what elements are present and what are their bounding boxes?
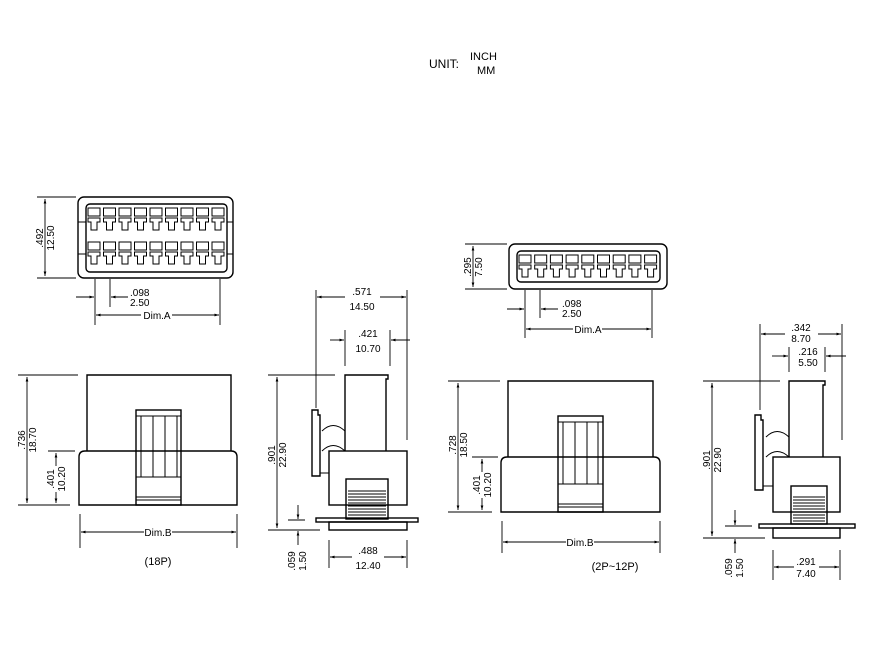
plate-in-18p: .059 <box>287 551 298 571</box>
height-mm-side-12p: 22.90 <box>713 447 724 472</box>
pin-cavity <box>644 254 658 278</box>
side-view-2p-12p: .342 8.70 .216 5.50 .901 22.90 .059 1.50… <box>702 323 856 580</box>
pin-cavity <box>628 254 642 278</box>
pitch-mm-12p: 2.50 <box>562 309 582 320</box>
inner-in-18p: .421 <box>358 329 378 340</box>
front-view-2p-12p: .728 18.50 .401 10.20 Dim.B (2P~12P) <box>448 380 661 573</box>
pin-cavity <box>518 254 532 278</box>
pin-cavity <box>103 207 116 231</box>
dim-b-12p: Dim.B <box>566 538 594 549</box>
height-mm-front-12p: 18.50 <box>459 432 470 457</box>
pitch-mm-18p: 2.50 <box>130 298 150 309</box>
pin-cavity <box>87 241 101 265</box>
pin-cavity <box>211 241 225 265</box>
inner-mm-18p: 10.70 <box>355 344 380 355</box>
lower-in-18p: .401 <box>46 469 57 489</box>
caption-2p-12p: (2P~12P) <box>592 561 639 573</box>
height-in-side-18p: .901 <box>267 445 278 465</box>
pin-cavity <box>134 207 147 231</box>
lower-mm-12p: 10.20 <box>483 472 494 497</box>
unit-inch: INCH <box>470 51 497 63</box>
height-in-12p: .295 <box>463 257 474 277</box>
pin-cavity <box>149 207 163 231</box>
pin-cavity <box>87 207 101 231</box>
pin-cavity <box>180 207 194 231</box>
depth-mm-12p: 8.70 <box>791 334 811 345</box>
depth-in-12p: .342 <box>791 323 811 334</box>
pin-cavity <box>196 241 209 265</box>
depth-in-18p: .571 <box>352 287 372 298</box>
base-mm-12p: 7.40 <box>796 569 816 580</box>
plate-mm-18p: 1.50 <box>298 551 309 571</box>
unit-mm: MM <box>477 65 495 77</box>
height-mm-12p: 7.50 <box>474 257 485 277</box>
height-mm-front-18p: 18.70 <box>28 427 39 452</box>
pin-cavity <box>565 254 579 278</box>
base-in-18p: .488 <box>358 546 378 557</box>
height-in-front-12p: .728 <box>448 435 459 455</box>
pin-cavity <box>196 207 209 231</box>
pin-cavity <box>581 254 595 278</box>
top-view-18p: .492 12.50 .098 2.50 Dim.A <box>35 196 234 325</box>
base-mm-18p: 12.40 <box>355 561 380 572</box>
dim-a-18p: Dim.A <box>143 311 171 322</box>
pin-cavity <box>180 241 194 265</box>
pin-cavity <box>612 254 626 278</box>
pin-cavity <box>211 207 225 231</box>
pin-cavity <box>165 207 178 231</box>
height-mm-side-18p: 22.90 <box>278 442 289 467</box>
top-view-2p-12p: .295 7.50 .098 2.50 Dim.A <box>463 243 668 338</box>
pitch-in-18p: .098 <box>130 288 150 299</box>
unit-label: UNIT: <box>429 57 459 71</box>
pin-cavity <box>534 254 548 278</box>
plate-mm-12p: 1.50 <box>735 558 746 578</box>
lower-mm-18p: 10.20 <box>57 466 68 491</box>
pin-cavity <box>165 241 178 265</box>
pin-cavity <box>134 241 147 265</box>
height-in-front-18p: .736 <box>17 430 28 450</box>
depth-mm-18p: 14.50 <box>349 302 374 313</box>
height-in-side-12p: .901 <box>702 450 713 470</box>
pin-cavity <box>103 241 116 265</box>
inner-mm-12p: 5.50 <box>798 358 818 369</box>
plate-in-12p: .059 <box>724 558 735 578</box>
inner-in-12p: .216 <box>798 347 818 358</box>
height-mm-18p: 12.50 <box>46 225 57 250</box>
base-in-12p: .291 <box>796 557 816 568</box>
height-in-18p: .492 <box>35 228 46 248</box>
pin-cavity <box>118 241 132 265</box>
caption-18p: (18P) <box>145 556 172 568</box>
unit-legend: UNIT: INCH MM <box>429 51 497 77</box>
side-view-18p: .571 14.50 .421 10.70 .901 22.90 .059 1.… <box>267 287 419 572</box>
dim-a-12p: Dim.A <box>574 325 602 336</box>
pin-cavity <box>118 207 132 231</box>
dim-b-18p: Dim.B <box>144 528 172 539</box>
lower-in-12p: .401 <box>472 475 483 495</box>
pin-cavity <box>597 254 610 278</box>
front-view-18p: .736 18.70 .401 10.20 Dim.B (18P) <box>17 374 238 568</box>
pin-cavity <box>149 241 163 265</box>
pitch-in-12p: .098 <box>562 299 582 310</box>
pin-cavity <box>549 254 563 278</box>
